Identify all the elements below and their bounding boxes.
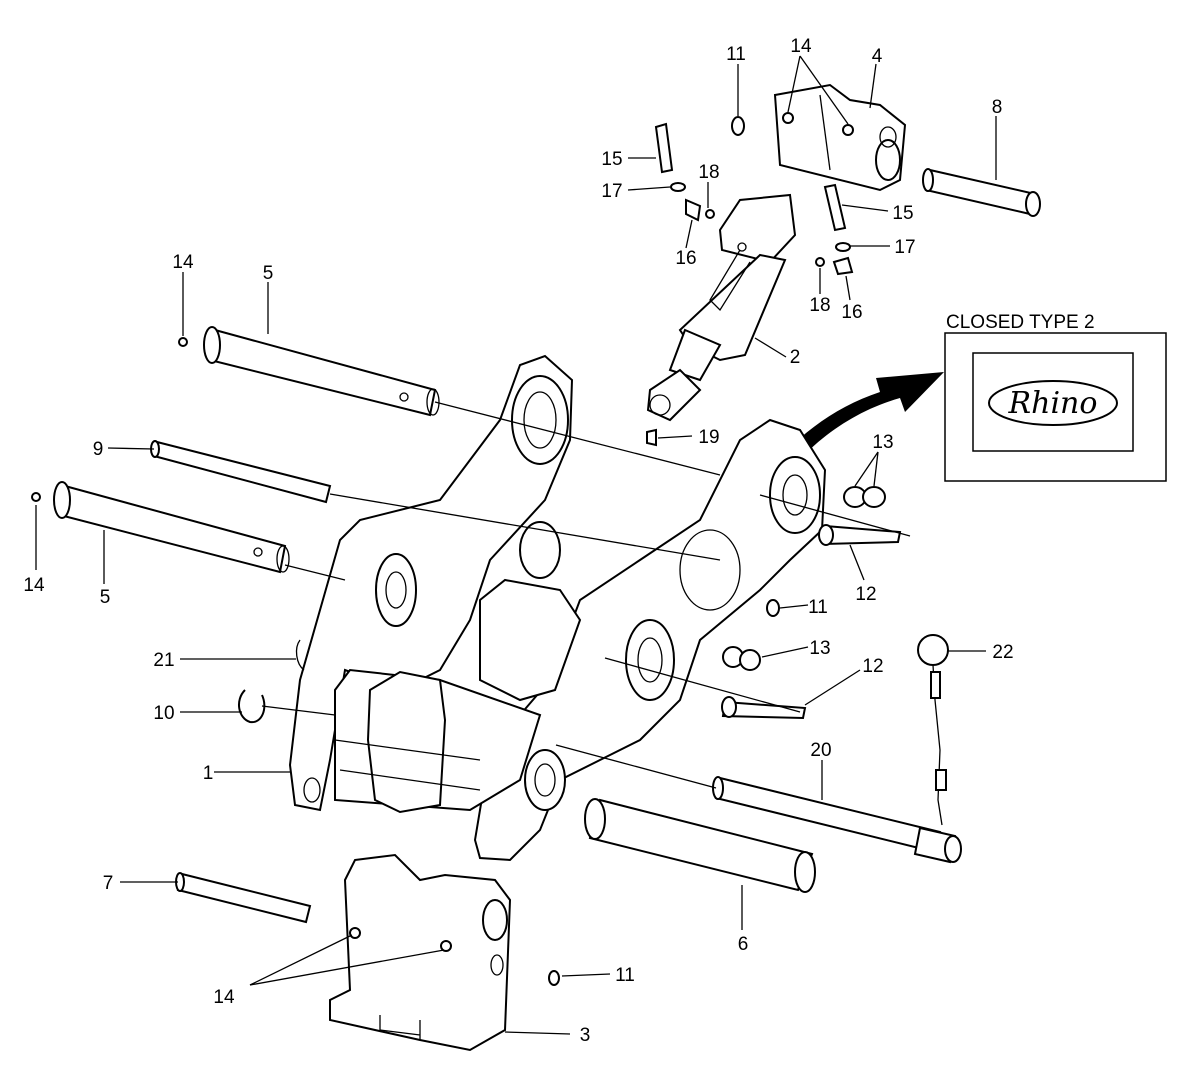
callout-4: 4 bbox=[872, 46, 883, 67]
pin-7 bbox=[175, 872, 312, 924]
small-parts bbox=[31, 112, 949, 986]
callout-13: 13 bbox=[809, 638, 830, 659]
pin-5-lower bbox=[53, 481, 290, 574]
callout-18: 18 bbox=[809, 295, 830, 316]
callout-8: 8 bbox=[992, 97, 1003, 118]
pin-8 bbox=[922, 168, 1041, 217]
callout-22: 22 bbox=[992, 642, 1013, 663]
pin-5-upper bbox=[203, 326, 440, 417]
callout-11: 11 bbox=[808, 597, 828, 618]
main-frame-part-1 bbox=[288, 354, 827, 862]
callout-6: 6 bbox=[738, 934, 749, 955]
callout-9: 9 bbox=[93, 439, 104, 460]
callout-13: 13 bbox=[872, 432, 893, 453]
callout-11: 11 bbox=[615, 965, 635, 986]
callout-20: 20 bbox=[810, 740, 831, 761]
pin-9 bbox=[150, 440, 332, 504]
callout-14: 14 bbox=[790, 36, 812, 57]
callout-15: 15 bbox=[892, 203, 913, 224]
callout-18: 18 bbox=[698, 162, 719, 183]
callout-7: 7 bbox=[103, 873, 114, 894]
callout-14: 14 bbox=[172, 252, 194, 273]
callout-19: 19 bbox=[698, 427, 719, 448]
inset-closed-type-2: CLOSED TYPE 2 Rhino bbox=[944, 312, 1167, 482]
callout-2: 2 bbox=[790, 347, 801, 368]
coupler-part-4 bbox=[773, 83, 907, 192]
callout-12: 12 bbox=[862, 656, 883, 677]
callout-17: 17 bbox=[894, 237, 915, 258]
callout-12: 12 bbox=[855, 584, 876, 605]
inset-title: CLOSED TYPE 2 bbox=[946, 312, 1095, 333]
callout-10: 10 bbox=[153, 703, 174, 724]
inset-inner-frame bbox=[972, 352, 1134, 452]
callout-14: 14 bbox=[213, 987, 235, 1008]
callout-5: 5 bbox=[100, 587, 111, 608]
callout-labels: 11 14 4 8 15 17 18 16 15 17 18 16 2 19 1… bbox=[23, 36, 1013, 1046]
cylinder-part-2 bbox=[646, 193, 797, 422]
callout-16: 16 bbox=[841, 302, 862, 323]
callout-1: 1 bbox=[203, 763, 214, 784]
logo-rhino: Rhino bbox=[1008, 386, 1098, 421]
callout-3: 3 bbox=[580, 1025, 591, 1046]
logo-oval bbox=[988, 380, 1118, 426]
callout-14: 14 bbox=[23, 575, 45, 596]
callout-5: 5 bbox=[263, 263, 274, 284]
coupler-part-3 bbox=[329, 853, 512, 1052]
callout-16: 16 bbox=[675, 248, 696, 269]
pin-6 bbox=[584, 798, 816, 893]
callout-21: 21 bbox=[153, 650, 174, 671]
leader-lines bbox=[35, 55, 997, 1035]
callout-17: 17 bbox=[601, 181, 622, 202]
pin-20 bbox=[712, 776, 962, 864]
callout-15: 15 bbox=[601, 149, 622, 170]
callout-11: 11 bbox=[726, 44, 746, 65]
